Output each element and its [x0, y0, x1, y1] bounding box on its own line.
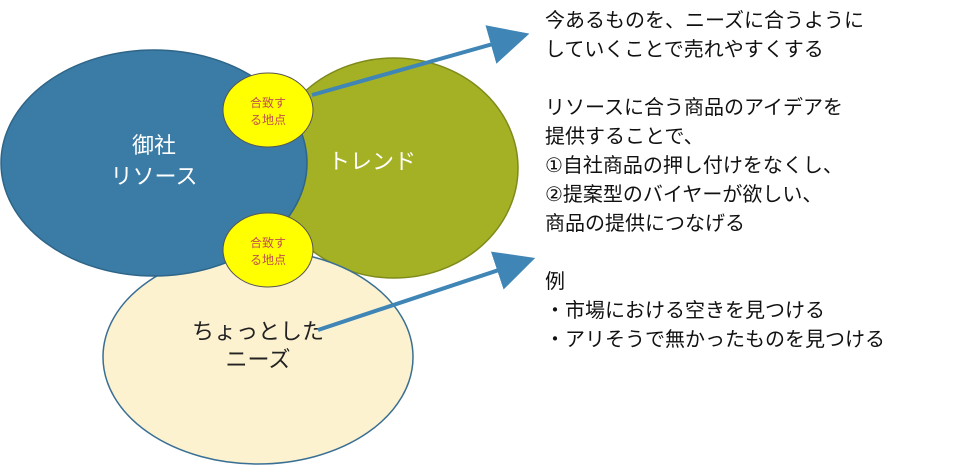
match-point-badge-top — [222, 72, 314, 148]
text-block1-line1: 今あるものを、ニーズに合うように — [545, 8, 864, 32]
text-block2-line4: ②提案型のバイヤーが欲しい、 — [545, 182, 823, 206]
text-block3-line2: ・市場における空きを見つける — [545, 298, 825, 322]
text-block2-line3: ①自社商品の押し付けをなくし、 — [545, 153, 843, 177]
trend-label: トレンド — [328, 150, 416, 175]
spacer — [545, 238, 965, 267]
match-point-badge-top-line2: る地点 — [250, 113, 286, 127]
text-block2-line5: 商品の提供につなげる — [545, 211, 745, 235]
needs-label-line1: ちょっとした — [192, 320, 324, 345]
needs-label-line2: ニーズ — [226, 348, 291, 373]
spacer — [545, 64, 965, 93]
text-block1-line2: していくことで売れやすくする — [545, 37, 824, 61]
text-block2-line1: リソースに合う商品のアイデアを — [545, 95, 843, 119]
explanation-text-panel: 今あるものを、ニーズに合うように していくことで売れやすくする リソースに合う商… — [545, 6, 965, 354]
match-point-badge-bottom-line1: 合致す — [250, 235, 286, 250]
text-block3-line3: ・アリそうで無かったものを見つける — [545, 327, 885, 351]
arrow-top — [311, 25, 530, 97]
text-block3-line1: 例 — [545, 269, 565, 293]
match-point-badge-bottom-line2: る地点 — [250, 253, 286, 267]
resource-label-line1: 御社 — [132, 134, 176, 159]
resource-label-line2: リソース — [111, 165, 198, 190]
text-block2-line2: 提供することで、 — [545, 124, 704, 148]
match-point-badge-top-line1: 合致す — [250, 95, 286, 110]
match-point-badge-bottom — [222, 212, 314, 288]
arrow-bottom — [317, 251, 536, 332]
